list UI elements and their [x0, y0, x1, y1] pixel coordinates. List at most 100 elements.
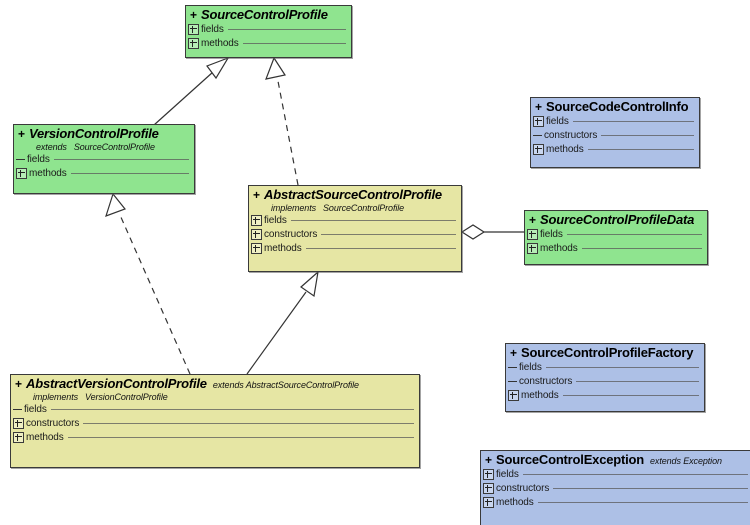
section-methods[interactable]: methods: [525, 242, 707, 256]
relation-target: SourceControlProfile: [73, 141, 155, 152]
section-methods[interactable]: methods: [11, 431, 419, 445]
section-label: constructors: [519, 376, 573, 388]
section-label: methods: [496, 497, 534, 509]
expand-plus-icon[interactable]: [251, 215, 262, 227]
class-box-abstract-source-control-profile[interactable]: + AbstractSourceControlProfile implement…: [248, 185, 462, 272]
expand-plus-icon[interactable]: [483, 483, 494, 495]
class-box-source-code-control-info[interactable]: + SourceCodeControlInfo fields construct…: [530, 97, 700, 168]
section-constructors[interactable]: constructors: [249, 228, 461, 242]
section-fields[interactable]: fields: [506, 361, 704, 375]
section-rule: [321, 234, 456, 236]
visibility-marker: +: [529, 213, 537, 227]
relation-keyword: implements: [271, 202, 317, 213]
section-label: methods: [26, 432, 64, 444]
relation-abstract-version-control-profile-extends-abstract-source-control-profile: [246, 270, 319, 375]
section-fields[interactable]: fields: [531, 115, 699, 129]
class-name: SourceControlProfileFactory: [521, 345, 694, 360]
section-methods[interactable]: methods: [14, 167, 194, 181]
expand-plus-icon[interactable]: [251, 229, 262, 241]
section-methods[interactable]: methods: [506, 389, 704, 403]
section-rule: [553, 488, 748, 490]
class-sections: fields methods: [525, 228, 707, 257]
relation-abstract-source-control-profile-implements-source-control-profile: [265, 56, 299, 186]
section-fields[interactable]: fields: [249, 214, 461, 228]
relation-keyword: extends: [36, 141, 67, 152]
class-box-source-control-exception[interactable]: + SourceControlException extends Excepti…: [480, 450, 750, 525]
expand-plus-icon[interactable]: [16, 168, 27, 180]
empty-dash-icon: [16, 155, 25, 164]
section-rule: [537, 502, 748, 504]
class-relation-line: extends SourceControlProfile: [14, 142, 194, 153]
section-label: fields: [264, 215, 287, 227]
class-box-source-control-profile-data[interactable]: + SourceControlProfileData fields method…: [524, 210, 708, 265]
section-methods[interactable]: methods: [186, 37, 351, 51]
expand-plus-icon[interactable]: [13, 418, 24, 430]
section-label: constructors: [26, 418, 80, 430]
relation-target: VersionControlProfile: [85, 391, 168, 402]
empty-dash-icon: [508, 363, 517, 372]
expand-plus-icon[interactable]: [251, 243, 262, 255]
class-sections: fields constructors methods: [506, 361, 704, 404]
section-fields[interactable]: fields: [525, 228, 707, 242]
expand-plus-icon[interactable]: [533, 116, 544, 128]
expand-plus-icon[interactable]: [527, 229, 538, 241]
section-rule: [566, 234, 702, 236]
section-label: fields: [540, 229, 563, 241]
class-name: VersionControlProfile: [29, 126, 159, 141]
class-sections: fields methods: [14, 153, 194, 182]
section-rule: [242, 43, 346, 45]
class-name: AbstractSourceControlProfile: [264, 187, 442, 202]
expand-plus-icon[interactable]: [188, 38, 199, 50]
class-sections: fields constructors methods: [481, 468, 750, 511]
expand-plus-icon[interactable]: [483, 469, 494, 481]
section-label: constructors: [496, 483, 550, 495]
section-constructors[interactable]: constructors: [11, 417, 419, 431]
class-sections: fields constructors methods: [11, 403, 419, 446]
class-box-source-control-profile[interactable]: + SourceControlProfile fields methods: [185, 5, 352, 58]
class-inline-relation: extends AbstractSourceControlProfile: [212, 380, 359, 390]
class-header: + SourceControlException extends Excepti…: [481, 451, 750, 468]
expand-plus-icon[interactable]: [533, 144, 544, 156]
section-rule: [572, 121, 694, 123]
class-box-abstract-version-control-profile[interactable]: + AbstractVersionControlProfile extends …: [10, 374, 420, 468]
section-fields[interactable]: fields: [11, 403, 419, 417]
expand-plus-icon[interactable]: [188, 24, 199, 36]
section-label: methods: [264, 243, 302, 255]
class-header: + SourceControlProfile: [186, 6, 351, 23]
relation-abstract-source-control-profile-aggregates-source-control-profile-data: [460, 224, 524, 240]
section-fields[interactable]: fields: [481, 468, 750, 482]
visibility-marker: +: [15, 377, 23, 391]
class-box-source-control-profile-factory[interactable]: + SourceControlProfileFactory fields con…: [505, 343, 705, 412]
section-rule: [562, 395, 699, 397]
section-methods[interactable]: methods: [481, 496, 750, 510]
section-rule: [545, 367, 699, 369]
class-header: + SourceControlProfileFactory: [506, 344, 704, 361]
class-name: SourceControlException: [496, 452, 645, 467]
section-methods[interactable]: methods: [249, 242, 461, 256]
section-rule: [601, 135, 694, 137]
section-fields[interactable]: fields: [186, 23, 351, 37]
class-inline-relation: extends Exception: [650, 456, 722, 466]
section-rule: [290, 220, 456, 222]
section-label: fields: [201, 24, 224, 36]
expand-plus-icon[interactable]: [508, 390, 519, 402]
class-name: SourceControlProfile: [201, 7, 328, 22]
class-header: + AbstractSourceControlProfile: [249, 186, 461, 203]
section-rule: [581, 248, 702, 250]
section-constructors[interactable]: constructors: [481, 482, 750, 496]
expand-plus-icon[interactable]: [483, 497, 494, 509]
section-fields[interactable]: fields: [14, 153, 194, 167]
expand-plus-icon[interactable]: [527, 243, 538, 255]
section-rule: [53, 159, 189, 161]
section-methods[interactable]: methods: [531, 143, 699, 157]
section-constructors[interactable]: constructors: [531, 129, 699, 143]
expand-plus-icon[interactable]: [13, 432, 24, 444]
visibility-marker: +: [510, 346, 518, 360]
class-header: + SourceCodeControlInfo: [531, 98, 699, 115]
section-label: fields: [546, 116, 569, 128]
relation-abstract-version-control-profile-implements-version-control-profile: [105, 192, 191, 375]
section-constructors[interactable]: constructors: [506, 375, 704, 389]
